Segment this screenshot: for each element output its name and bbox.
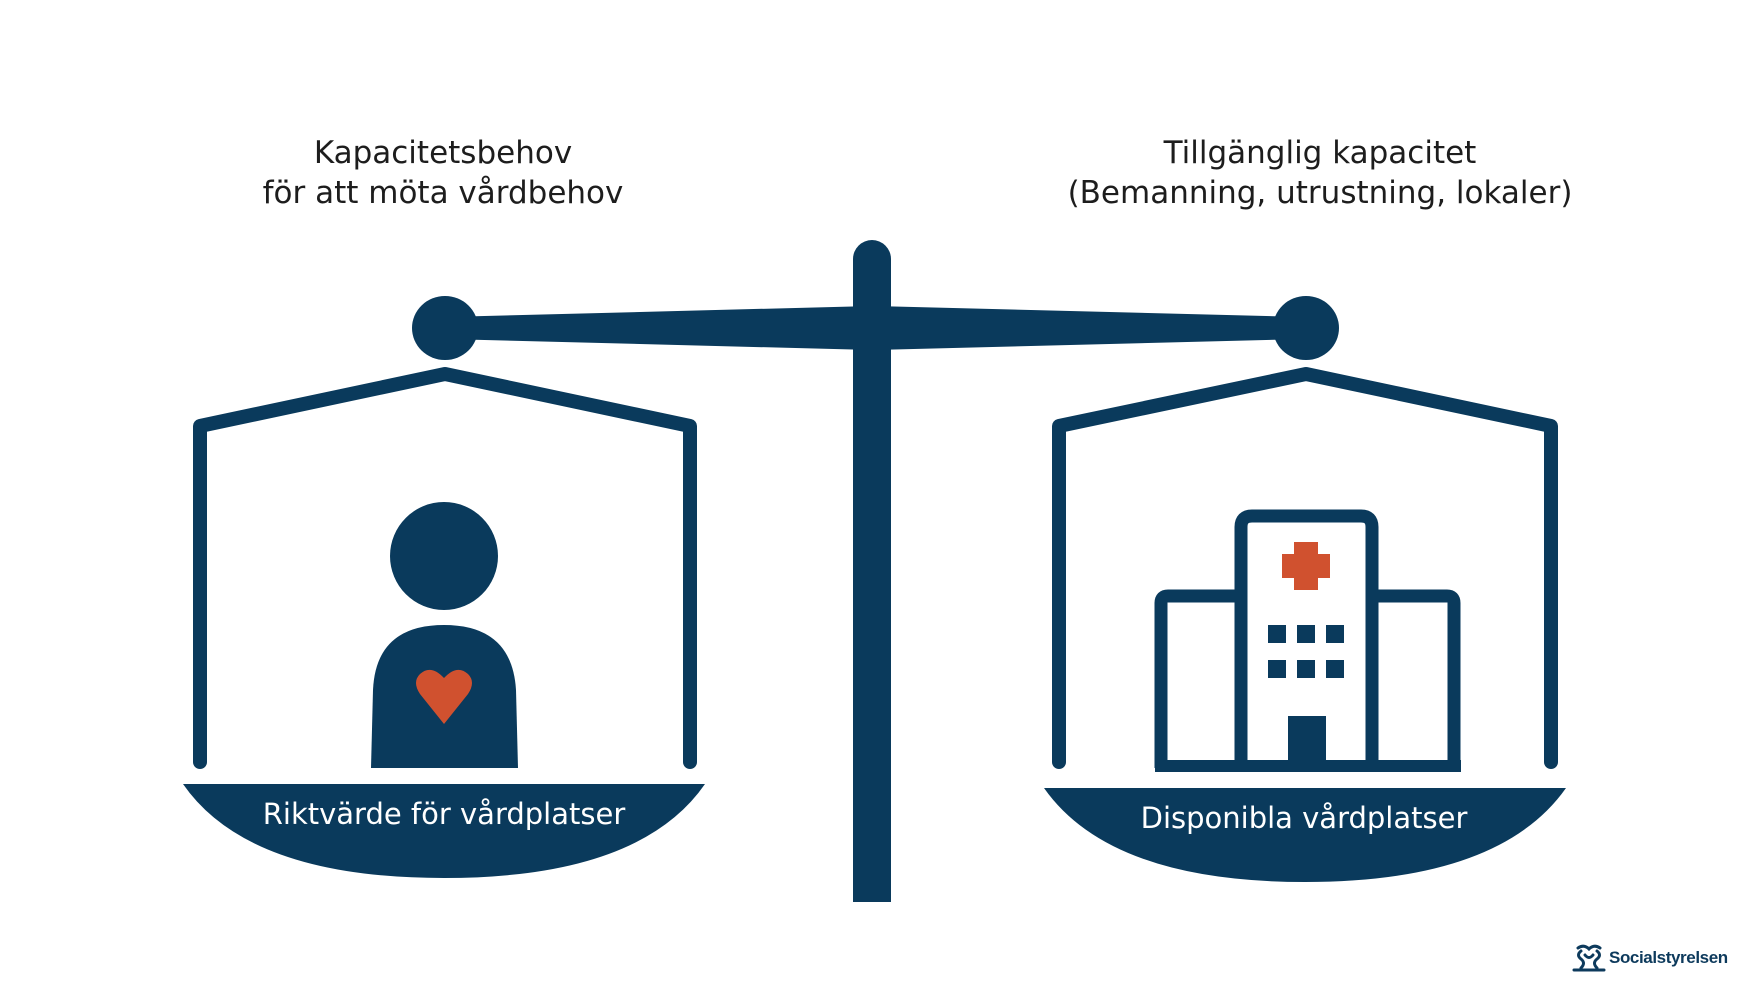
left-heading: Kapacitetsbehov för att möta vårdbehov xyxy=(213,133,673,213)
scale-pillar xyxy=(853,240,891,902)
hospital-windows xyxy=(1268,625,1344,678)
right-pivot-knob xyxy=(1273,296,1339,360)
left-pivot-knob xyxy=(412,296,478,360)
right-heading-line2: (Bemanning, utrustning, lokaler) xyxy=(1067,175,1573,211)
hospital-icon xyxy=(1154,509,1461,772)
scale-beam xyxy=(445,306,1305,350)
right-heading-line1: Tillgänglig kapacitet xyxy=(1163,135,1477,171)
left-heading-line2: för att möta vårdbehov xyxy=(262,175,624,211)
person-head xyxy=(390,502,498,610)
socialstyrelsen-logo: Socialstyrelsen xyxy=(1572,940,1728,976)
left-pan-bowl xyxy=(183,784,705,878)
right-pan xyxy=(1044,367,1566,882)
socialstyrelsen-emblem-icon xyxy=(1572,944,1606,972)
right-pan-label: Disponibla vårdplatser xyxy=(1140,801,1468,835)
left-pan-frame xyxy=(193,367,697,769)
hospital-door xyxy=(1288,716,1326,766)
hospital-tower xyxy=(1234,509,1379,768)
heart-icon xyxy=(416,669,472,724)
right-pan-frame xyxy=(1052,367,1558,769)
logo-text: Socialstyrelsen xyxy=(1609,948,1728,967)
balance-scale-icon xyxy=(412,240,1339,902)
left-pan xyxy=(183,367,705,878)
person-with-heart-icon xyxy=(371,502,518,768)
red-cross-icon xyxy=(1282,542,1330,590)
left-heading-line1: Kapacitetsbehov xyxy=(313,135,573,171)
right-pan-bowl xyxy=(1044,788,1566,882)
left-pan-label: Riktvärde för vårdplatser xyxy=(262,797,626,831)
right-heading: Tillgänglig kapacitet (Bemanning, utrust… xyxy=(1040,133,1600,213)
